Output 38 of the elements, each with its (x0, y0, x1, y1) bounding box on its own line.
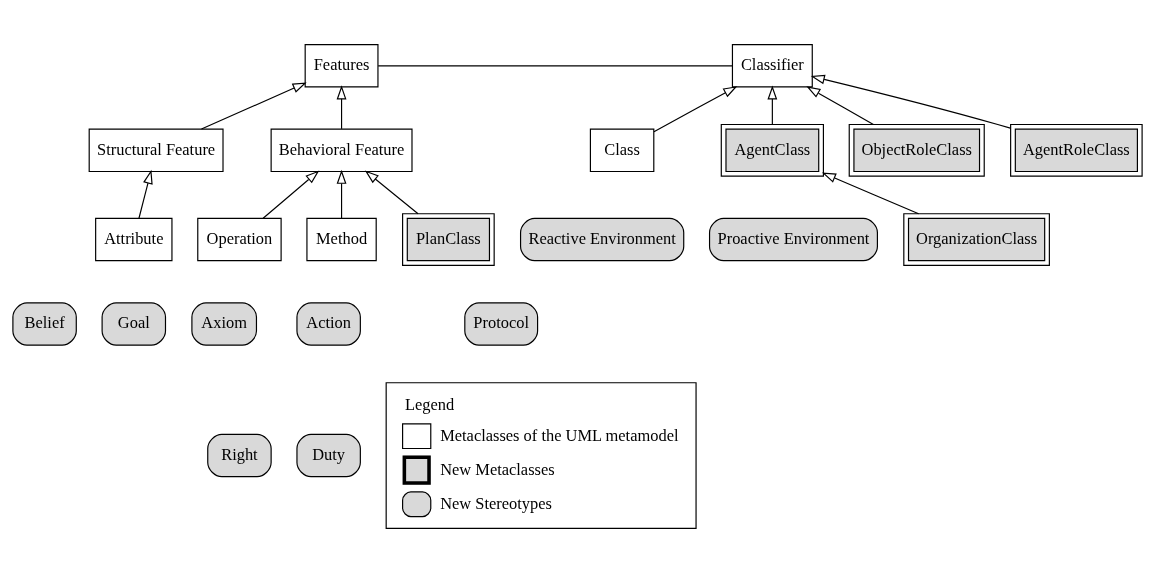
legend-label: Metaclasses of the UML metamodel (440, 425, 679, 445)
legend-label: New Metaclasses (440, 459, 555, 479)
label: Legend (404, 394, 455, 414)
node-box: Behavioral Feature (270, 128, 413, 173)
arrow (810, 74, 1011, 129)
node-box: Structural Feature (88, 128, 224, 173)
node-box: PlanClass (402, 213, 495, 266)
arrow (200, 82, 307, 130)
arrow (767, 85, 778, 126)
node-box: Attribute (95, 217, 173, 262)
node-box: Method (306, 217, 377, 262)
node-box: ObjectRoleClass (848, 123, 985, 177)
node-box: Class (589, 128, 655, 173)
node-box: Right (207, 433, 272, 478)
node-box: Proactive Environment (708, 217, 878, 262)
arrow (336, 169, 347, 219)
node-box: Axiom (191, 302, 258, 346)
legend-label: New Stereotypes (440, 493, 552, 513)
arrow (806, 86, 874, 126)
node-box: Duty (296, 433, 361, 478)
node-box: Reactive Environment (520, 217, 685, 262)
node-box: Protocol (464, 302, 539, 346)
arrow (336, 85, 347, 130)
node-box: Action (296, 302, 361, 346)
node-box: AgentClass (720, 123, 824, 177)
arrow (653, 86, 738, 133)
arrow (364, 170, 419, 215)
arrow (138, 169, 153, 219)
node-box: OrganizationClass (903, 213, 1050, 266)
node-box: AgentRoleClass (1010, 123, 1143, 177)
node-box: Classifier (731, 44, 813, 88)
node-box: Belief (12, 302, 77, 346)
arrow (262, 170, 320, 219)
connector (377, 65, 733, 67)
arrow (821, 172, 920, 215)
node-box: Operation (197, 217, 282, 262)
node-box: Features (304, 44, 379, 88)
node-box: Goal (101, 302, 167, 346)
